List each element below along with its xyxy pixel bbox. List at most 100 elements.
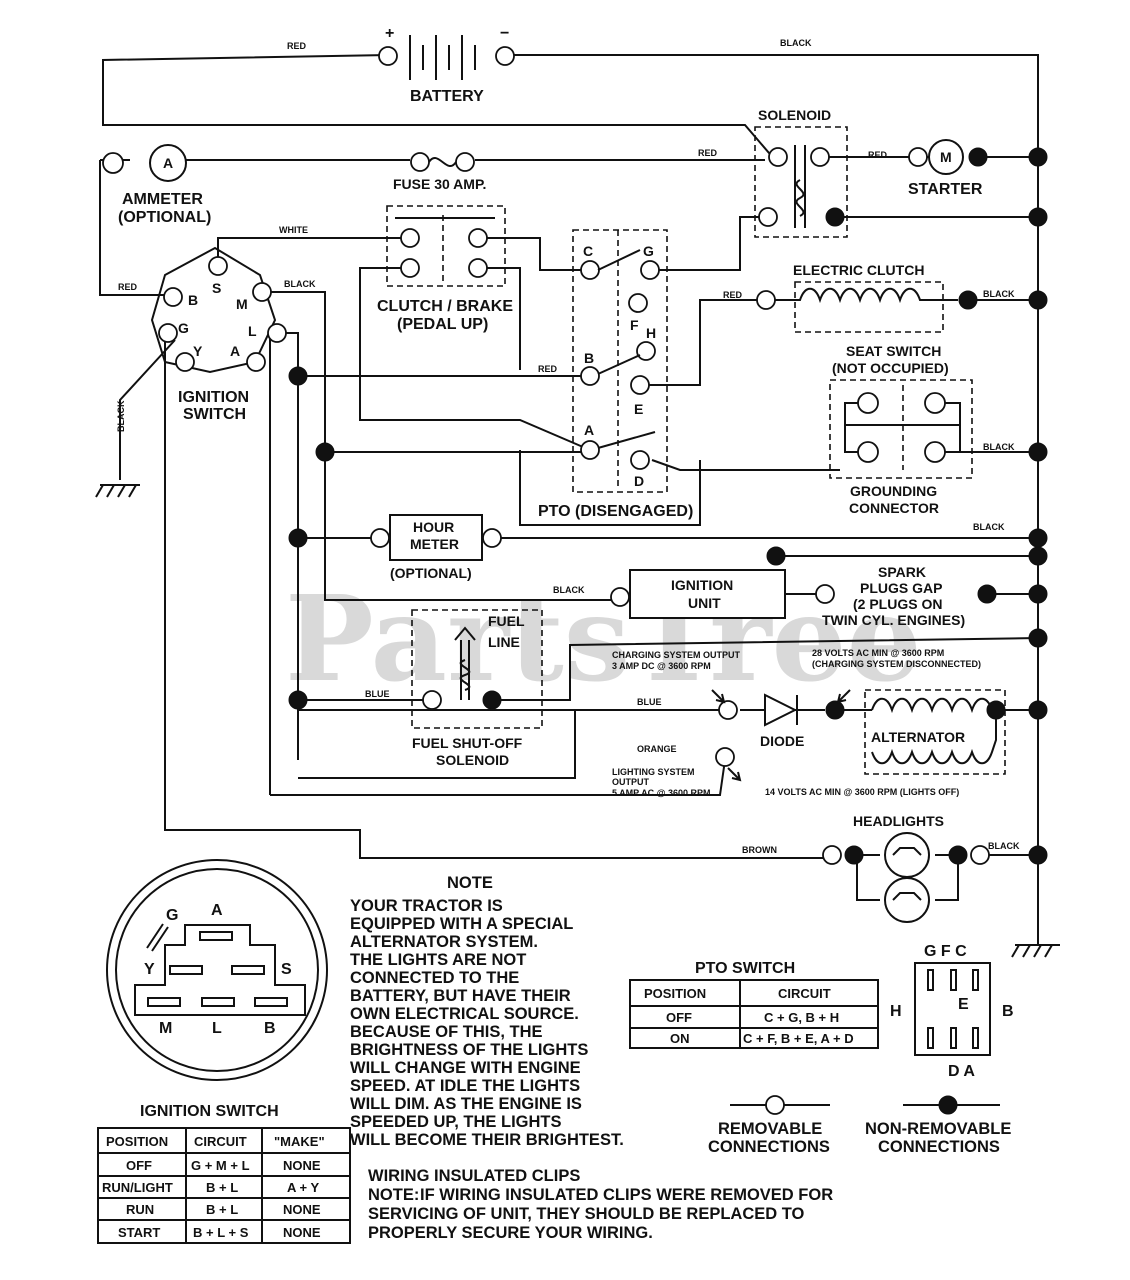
fuse: FUSE 30 AMP. [393, 152, 486, 192]
seat-switch: SEAT SWITCH (NOT OCCUPIED) GROUNDING CON… [829, 343, 973, 516]
note-line: WILL DIM. AS THE ENGINE IS [350, 1095, 582, 1113]
pto-cell: C + G, B + H [764, 1010, 839, 1025]
lighting-annotation: LIGHTING SYSTEM [612, 767, 695, 777]
clutch-brake-switch: CLUTCH / BRAKE (PEDAL UP) [377, 205, 513, 333]
ign-terminal-y: Y [193, 343, 203, 359]
wire-label-red-solenoid: RED [698, 148, 718, 158]
ammeter-label: AMMETER [122, 191, 203, 208]
note-block: NOTE YOUR TRACTOR IS EQUIPPED WITH A SPE… [350, 874, 624, 1149]
note-line: SPEEDED UP, THE LIGHTS [350, 1113, 562, 1131]
ign-cell: B + L [206, 1202, 238, 1217]
wire-label-blue-fuel: BLUE [365, 689, 390, 699]
wire-label-black-seat: BLACK [983, 442, 1015, 452]
ign-cell: NONE [283, 1202, 321, 1217]
ign-cell: A + Y [287, 1180, 319, 1195]
grounding-sub-label: CONNECTOR [849, 500, 939, 516]
clips-line: SERVICING OF UNIT, THEY SHOULD BE REPLAC… [368, 1205, 805, 1223]
ign-header-make: "MAKE" [274, 1134, 325, 1149]
ignition-switch-label: IGNITION [178, 389, 249, 406]
face-label-b: B [264, 1020, 276, 1037]
note-line: ALTERNATOR SYSTEM. [350, 933, 538, 951]
pto-face-left-label: H [890, 1003, 902, 1020]
fuel-solenoid: FUEL LINE FUEL SHUT-OFF SOLENOID [411, 609, 543, 768]
clutch-brake-sub-label: (PEDAL UP) [397, 316, 488, 333]
battery-minus-label: − [500, 25, 509, 42]
battery-plus-label: + [385, 25, 394, 42]
hour-meter-optional: (OPTIONAL) [390, 565, 472, 581]
wire-label-brown: BROWN [742, 845, 777, 855]
starter-symbol: M [940, 149, 952, 165]
clutch-brake-label: CLUTCH / BRAKE [377, 298, 513, 315]
ign-cell: RUN/LIGHT [102, 1180, 173, 1195]
ign-header-circuit: CIRCUIT [194, 1134, 247, 1149]
ammeter-optional-label: (OPTIONAL) [118, 209, 211, 226]
wire-label-black-ground: BLACK [116, 400, 126, 432]
wire-label-red-ign: RED [118, 282, 138, 292]
pto-face-right-label: B [1002, 1003, 1014, 1020]
ign-cell: START [118, 1225, 160, 1240]
fuel-line-label: LINE [488, 634, 520, 650]
pto-switch: C G F H B E A D PTO (DISENGAGED) [538, 229, 693, 520]
seat-switch-sub-label: (NOT OCCUPIED) [832, 360, 949, 376]
pto-terminal-g: G [643, 243, 654, 259]
volts28-annotation: 28 VOLTS AC MIN @ 3600 RPM [812, 648, 944, 658]
note-line: SPEED. AT IDLE THE LIGHTS [350, 1077, 580, 1095]
spark-label: SPARK [878, 564, 926, 580]
wire-label-blue-diode: BLUE [637, 697, 662, 707]
note-line: OWN ELECTRICAL SOURCE. [350, 1005, 579, 1023]
volts28-condition: (CHARGING SYSTEM DISCONNECTED) [812, 659, 981, 669]
note-line: WILL CHANGE WITH ENGINE [350, 1059, 581, 1077]
ign-cell: NONE [283, 1158, 321, 1173]
hour-meter: HOUR METER (OPTIONAL) [370, 514, 502, 581]
ammeter-symbol: A [163, 155, 173, 171]
note-line: CONNECTED TO THE [350, 969, 519, 987]
ignition-switch: B S M G L Y A IGNITION SWITCH [150, 246, 287, 423]
charging-annotation: CHARGING SYSTEM OUTPUT [612, 650, 741, 660]
note-line: BRIGHTNESS OF THE LIGHTS [350, 1041, 588, 1059]
ignition-unit-label: IGNITION [671, 577, 733, 593]
clips-title: WIRING INSULATED CLIPS [368, 1167, 580, 1185]
lighting-rating: 5 AMP AC @ 3600 RPM [612, 788, 710, 798]
pto-terminal-e: E [634, 401, 643, 417]
charging-rating: 3 AMP DC @ 3600 RPM [612, 661, 711, 671]
pto-terminal-d: D [634, 473, 644, 489]
solenoid-label: SOLENOID [758, 107, 831, 123]
pto-terminal-b: B [584, 350, 594, 366]
solenoid: SOLENOID [754, 107, 848, 238]
ign-cell: B + L [206, 1180, 238, 1195]
hour-meter-sub-label: METER [410, 536, 459, 552]
clips-line: PROPERLY SECURE YOUR WIRING. [368, 1224, 653, 1242]
clips-note-prefix: NOTE: [368, 1186, 419, 1204]
pto-table-title: PTO SWITCH [695, 960, 795, 977]
pto-terminal-c: C [583, 243, 593, 259]
wire-label-black-battery: BLACK [780, 38, 812, 48]
hour-meter-label: HOUR [413, 519, 454, 535]
face-label-a: A [211, 902, 223, 919]
ignition-switch-table: IGNITION SWITCH POSITION CIRCUIT "MAKE" … [97, 1103, 351, 1244]
ign-terminal-l: L [248, 323, 257, 339]
legend-nonremovable: NON-REMOVABLE [865, 1120, 1011, 1138]
pto-terminal-a: A [584, 422, 594, 438]
ign-cell: G + M + L [191, 1158, 250, 1173]
fuel-solenoid-label: FUEL SHUT-OFF [412, 735, 523, 751]
wire-label-red-battery: RED [287, 41, 307, 51]
lighting-output: OUTPUT [612, 777, 650, 787]
wire-label-red-starter: RED [868, 150, 888, 160]
pto-face-bottom-labels: D A [948, 1063, 975, 1080]
ignition-unit: IGNITION UNIT [610, 569, 835, 619]
alternator-label: ALTERNATOR [871, 729, 965, 745]
diode: DIODE [711, 689, 851, 749]
wire-label-black-lights: BLACK [988, 841, 1020, 851]
spark-plugs: SPARK PLUGS GAP (2 PLUGS ON TWIN CYL. EN… [822, 564, 997, 628]
ign-header-position: POSITION [106, 1134, 168, 1149]
wire-label-red-pto: RED [538, 364, 558, 374]
ign-cell: RUN [126, 1202, 154, 1217]
face-label-g: G [166, 907, 178, 924]
fuse-label: FUSE 30 AMP. [393, 176, 486, 192]
ignition-switch-face: G A Y S M L B [106, 859, 328, 1081]
clips-line: IF WIRING INSULATED CLIPS WERE REMOVED F… [420, 1186, 833, 1204]
battery: + − BATTERY [378, 25, 515, 105]
seat-switch-label: SEAT SWITCH [846, 343, 941, 359]
electric-clutch: ELECTRIC CLUTCH [756, 262, 978, 333]
system-annotations: CHARGING SYSTEM OUTPUT 3 AMP DC @ 3600 R… [612, 648, 981, 798]
